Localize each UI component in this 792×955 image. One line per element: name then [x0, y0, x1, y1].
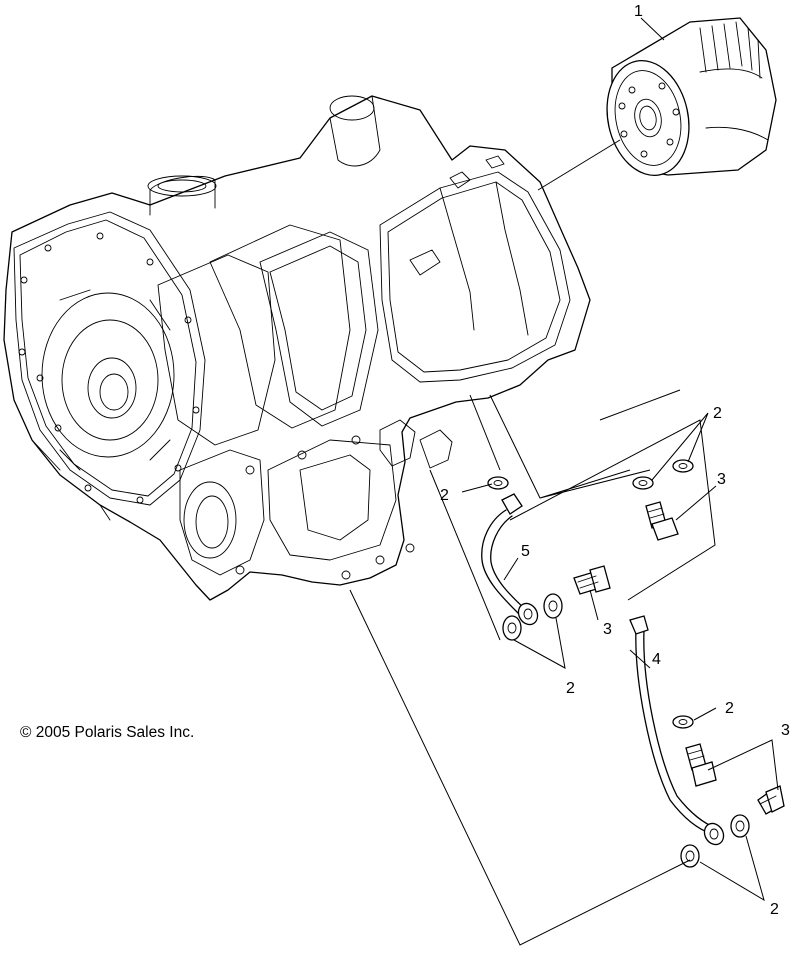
washer-lower-b: [680, 844, 700, 868]
bolt-lower-b: [757, 785, 785, 815]
engine-crankcase-illustration: [3, 95, 591, 601]
bolt-upper-right: [645, 501, 679, 541]
bolt-mid: [573, 565, 611, 595]
callout-4: 4: [652, 651, 661, 668]
callout-1: 1: [634, 3, 643, 20]
callout-3-upper: 3: [717, 471, 726, 488]
callout-3-lower: 3: [781, 722, 790, 739]
washer-upper-right-b: [672, 459, 694, 473]
washers-and-bolts: [487, 459, 785, 868]
washer-lower-single: [672, 715, 694, 729]
callout-3-mid: 3: [603, 621, 612, 638]
copyright-notice: © 2005 Polaris Sales Inc.: [20, 724, 195, 741]
oil-line-5: [481, 493, 539, 626]
bolt-lower-a: [685, 743, 717, 787]
callout-2-lower-single: 2: [725, 700, 734, 717]
washer-mid-b: [543, 593, 563, 619]
callout-5: 5: [521, 543, 530, 560]
callout-numbers: 1 2 2 3 5 3 2 4 2 3 2: [440, 3, 790, 918]
callout-2-lower: 2: [770, 901, 779, 918]
washer-lower-a: [730, 814, 750, 838]
oil-filter: [606, 17, 777, 176]
callout-2-upper-left: 2: [440, 487, 449, 504]
washer-upper-left: [487, 476, 509, 490]
callout-2-mid: 2: [566, 680, 575, 697]
washer-upper-right-a: [632, 476, 654, 490]
oil-line-4: [629, 615, 725, 846]
callout-2-upper-right: 2: [713, 405, 722, 422]
leader-lines: [349, 17, 779, 946]
washer-mid-a: [502, 615, 522, 641]
